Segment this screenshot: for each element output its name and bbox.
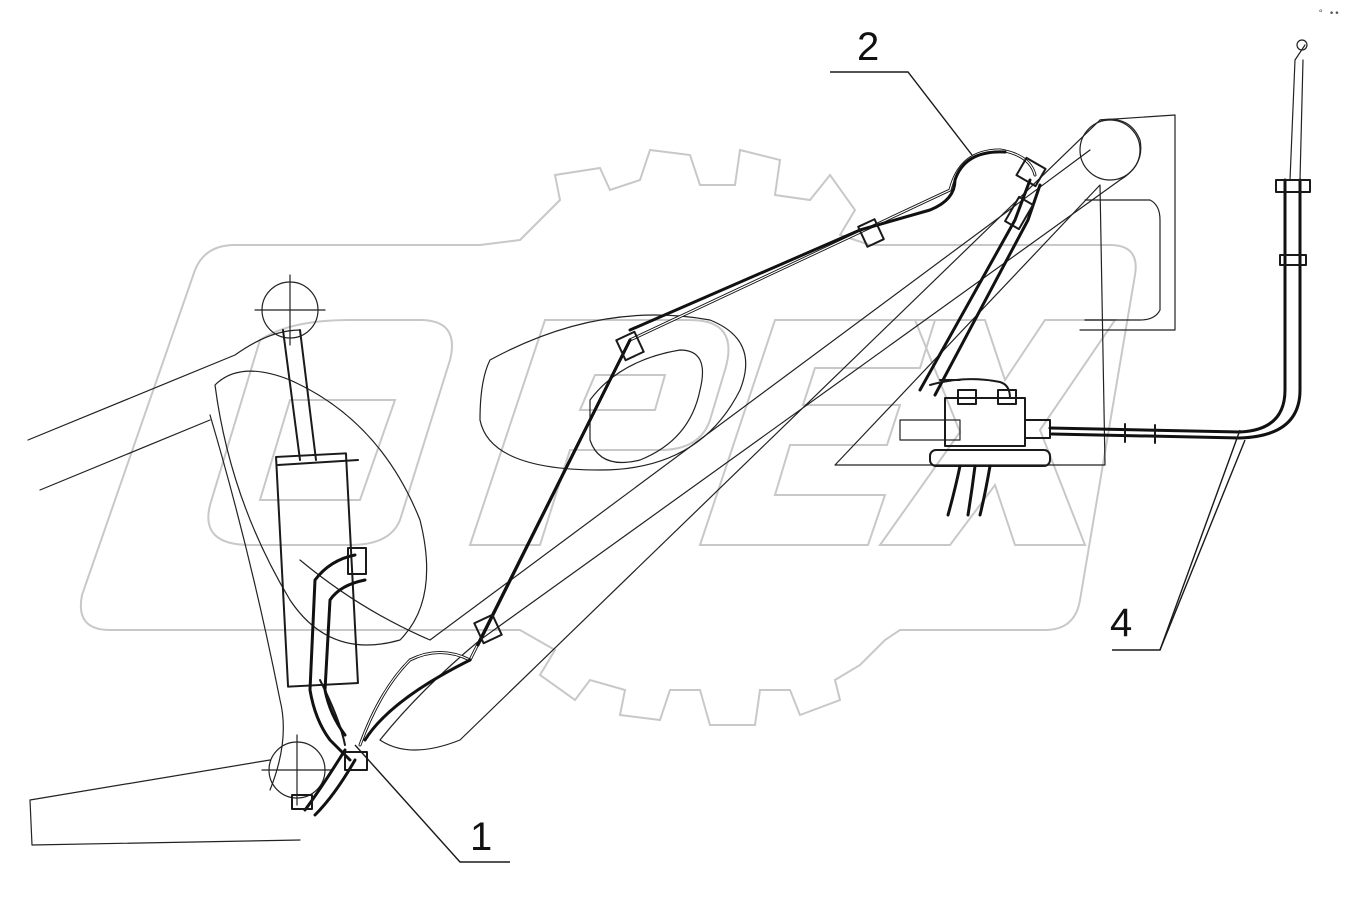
cylinder-collar xyxy=(277,459,359,466)
hose-1-clamp-top xyxy=(347,547,367,575)
arm-cutout xyxy=(479,314,747,471)
clamp-arm-bend xyxy=(615,330,645,362)
cable-main xyxy=(1048,178,1302,440)
hose-main-a-inner xyxy=(359,149,1036,746)
callout-1: 1 xyxy=(470,815,492,859)
hose-assembly-main xyxy=(358,148,1047,747)
lift-arm-outline xyxy=(27,329,301,491)
hose-1-down xyxy=(303,748,357,817)
control-valve xyxy=(929,378,1051,517)
hose-main-c xyxy=(628,150,1007,332)
cylinder-base xyxy=(319,679,346,746)
leader-1 xyxy=(354,744,510,863)
callouts: 1 2 4 xyxy=(470,25,1132,859)
boom-frame xyxy=(27,114,1176,846)
lower-frame-outline xyxy=(29,759,301,846)
support-bracket xyxy=(1079,114,1176,331)
control-cable-4 xyxy=(1048,39,1311,444)
bucket-link-contour xyxy=(214,370,428,646)
clamp-down-hose xyxy=(1004,195,1034,231)
arm-inner-contour xyxy=(299,149,1091,641)
valve-lower-block xyxy=(929,449,1051,467)
valve-spool-left xyxy=(957,389,977,405)
cylinder-barrel xyxy=(275,452,359,688)
pivot-pins xyxy=(254,119,1141,806)
boom-end-pin xyxy=(1079,119,1141,181)
clamp-bend-top xyxy=(1015,156,1047,188)
hose-1-loop xyxy=(308,553,367,762)
watermark-letter-o xyxy=(207,319,453,546)
cable-clamp xyxy=(1275,179,1311,193)
cable-lever xyxy=(1289,44,1306,181)
hose-1-clamp-low xyxy=(344,751,368,771)
cable-clamp-2 xyxy=(1279,254,1307,266)
valve-spool-right xyxy=(997,389,1017,405)
cylinder-rod xyxy=(282,329,317,461)
hydraulic-cylinder xyxy=(275,329,359,746)
clamp-mid-arm xyxy=(473,613,503,645)
watermark-gear xyxy=(79,148,1137,726)
valve-body xyxy=(944,397,1026,447)
valve-top-lines xyxy=(929,378,1011,399)
callout-4: 4 xyxy=(1110,601,1132,645)
hose-down-to-valve xyxy=(918,178,1042,397)
arm-cutout-inner xyxy=(589,349,704,464)
watermark-letter-p xyxy=(468,319,730,546)
corner-mark: ° •• xyxy=(1318,9,1340,19)
frame-curve-left xyxy=(209,414,284,791)
cable-lever-knob xyxy=(1296,39,1308,51)
watermark-letter-x xyxy=(878,319,1117,546)
clamp-arm-upper xyxy=(857,218,885,248)
leader-4b xyxy=(1159,429,1241,651)
watermark xyxy=(79,148,1137,726)
valve-outlet-fitting xyxy=(1024,419,1051,439)
leader-2 xyxy=(830,71,973,156)
hose-1-fitting-bottom xyxy=(291,794,313,810)
leader-lines xyxy=(354,71,1246,863)
hose-assembly-1 xyxy=(291,547,368,817)
callout-2: 2 xyxy=(857,25,879,69)
pivot-bracket-right xyxy=(899,419,961,441)
valve-outlet-hoses xyxy=(946,464,992,517)
